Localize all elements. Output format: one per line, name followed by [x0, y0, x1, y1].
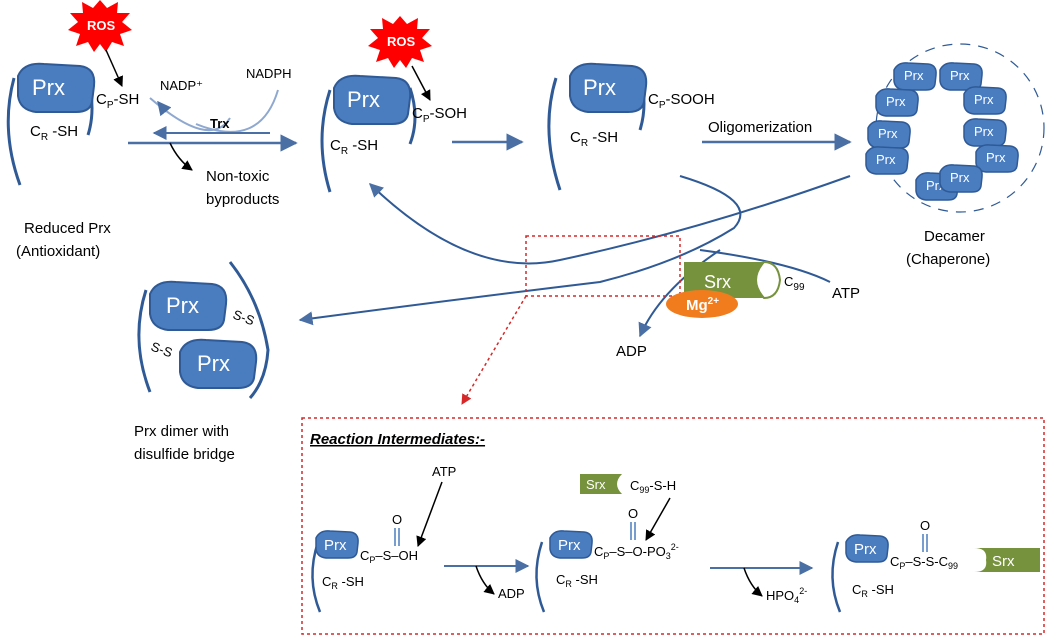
svg-text:Prx: Prx: [904, 68, 924, 83]
intermediate-2: Prx CP–S–O-PO32- O CR -SH Srx C99-S-H: [535, 474, 679, 613]
ros-burst-1: ROS: [68, 0, 132, 87]
oligomerization-label: Oligomerization: [708, 119, 812, 136]
prx-label: Prx: [32, 75, 65, 100]
svg-text:Prx: Prx: [197, 351, 230, 376]
svg-text:CP–S–OH: CP–S–OH: [360, 548, 418, 565]
trx-label: Trx: [210, 116, 230, 131]
decamer-label-line2: (Chaperone): [906, 251, 990, 268]
ss-bond-1: S-S: [231, 307, 257, 329]
svg-text:C99-S-H: C99-S-H: [630, 478, 676, 495]
srx-recycling-curves: [298, 175, 851, 338]
svg-text:Prx: Prx: [974, 92, 994, 107]
svg-text:Prx: Prx: [583, 75, 616, 100]
adp-label: ADP: [616, 343, 647, 360]
reduced-prx-label-line2: (Antioxidant): [16, 243, 100, 260]
svg-text:ROS: ROS: [87, 18, 116, 33]
svg-text:Prx: Prx: [986, 150, 1006, 165]
svg-text:CR -SH: CR -SH: [322, 574, 364, 591]
ss-bond-2: S-S: [149, 339, 175, 361]
svg-text:CP-SOOH: CP-SOOH: [648, 91, 715, 111]
reduced-prx-label-line1: Reduced Prx: [24, 220, 111, 237]
dimer-label-line2: disulfide bridge: [134, 446, 235, 463]
svg-text:Srx: Srx: [704, 272, 731, 292]
svg-text:Prx: Prx: [886, 94, 906, 109]
svg-text:Prx: Prx: [347, 87, 380, 112]
dimer-label-line1: Prx dimer with: [134, 423, 229, 440]
decamer-label-line1: Decamer: [924, 228, 985, 245]
nadp-label: NADP⁺: [160, 78, 203, 93]
svg-text:ROS: ROS: [387, 34, 416, 49]
svg-text:Prx: Prx: [324, 537, 347, 554]
svg-text:O: O: [628, 506, 638, 521]
svg-text:Mg2+: Mg2+: [686, 296, 719, 314]
svg-text:CR -SH: CR -SH: [30, 123, 78, 143]
svg-text:Prx: Prx: [950, 170, 970, 185]
nontoxic-label-line1: Non-toxic: [206, 168, 270, 185]
srx-enzyme: Srx C99 Mg2+: [666, 260, 805, 318]
svg-text:C99: C99: [784, 274, 805, 293]
intermediate-3: Prx CP–S-S-C99 O CR -SH Srx: [831, 518, 1040, 613]
nadph-label: NADPH: [246, 66, 292, 81]
svg-text:Prx: Prx: [854, 541, 877, 558]
svg-text:Srx: Srx: [586, 477, 606, 492]
sulfinic-prx: Prx CP-SOOH CR -SH: [547, 62, 715, 191]
prx-dimer: Prx Prx S-S S-S: [137, 261, 270, 399]
ros-burst-2: ROS: [368, 16, 432, 101]
svg-text:CR -SH: CR -SH: [556, 572, 598, 589]
intermediates-title: Reaction Intermediates:-: [310, 431, 485, 448]
svg-text:ATP: ATP: [432, 464, 456, 479]
decamer: Prx Prx Prx Prx Prx Prx Prx Prx Prx Prx: [865, 43, 1045, 213]
intermediate-1: Prx CP–S–OH O CR -SH ATP: [311, 464, 456, 613]
svg-text:Prx: Prx: [558, 537, 581, 554]
svg-text:Prx: Prx: [878, 126, 898, 141]
zoom-box: [525, 235, 681, 297]
svg-text:Prx: Prx: [166, 293, 199, 318]
svg-text:CP-SH: CP-SH: [96, 91, 139, 111]
nontoxic-label-line2: byproducts: [206, 191, 279, 208]
svg-text:CR -SH: CR -SH: [570, 129, 618, 149]
svg-text:CP–S-S-C99: CP–S-S-C99: [890, 554, 958, 571]
sulfenic-prx: Prx CP-SOH CR -SH: [320, 74, 467, 193]
adp-released: ADP: [498, 586, 525, 601]
hpo4-released: HPO42-: [766, 586, 807, 605]
atp-label: ATP: [832, 285, 860, 302]
svg-text:O: O: [392, 512, 402, 527]
svg-text:CP-SOH: CP-SOH: [412, 105, 467, 125]
svg-text:Prx: Prx: [950, 68, 970, 83]
svg-text:CP–S–O-PO32-: CP–S–O-PO32-: [594, 542, 679, 561]
svg-text:Srx: Srx: [992, 553, 1015, 570]
trx-cycle: NADP⁺ NADPH Trx Non-toxic byproducts: [128, 66, 298, 208]
svg-text:Prx: Prx: [974, 124, 994, 139]
svg-text:CR -SH: CR -SH: [852, 582, 894, 599]
reduced-prx: Prx CP-SH CR -SH: [6, 62, 139, 186]
svg-text:Prx: Prx: [876, 152, 896, 167]
intermediates-box: [301, 417, 1045, 635]
svg-text:O: O: [920, 518, 930, 533]
svg-text:CR -SH: CR -SH: [330, 137, 378, 157]
